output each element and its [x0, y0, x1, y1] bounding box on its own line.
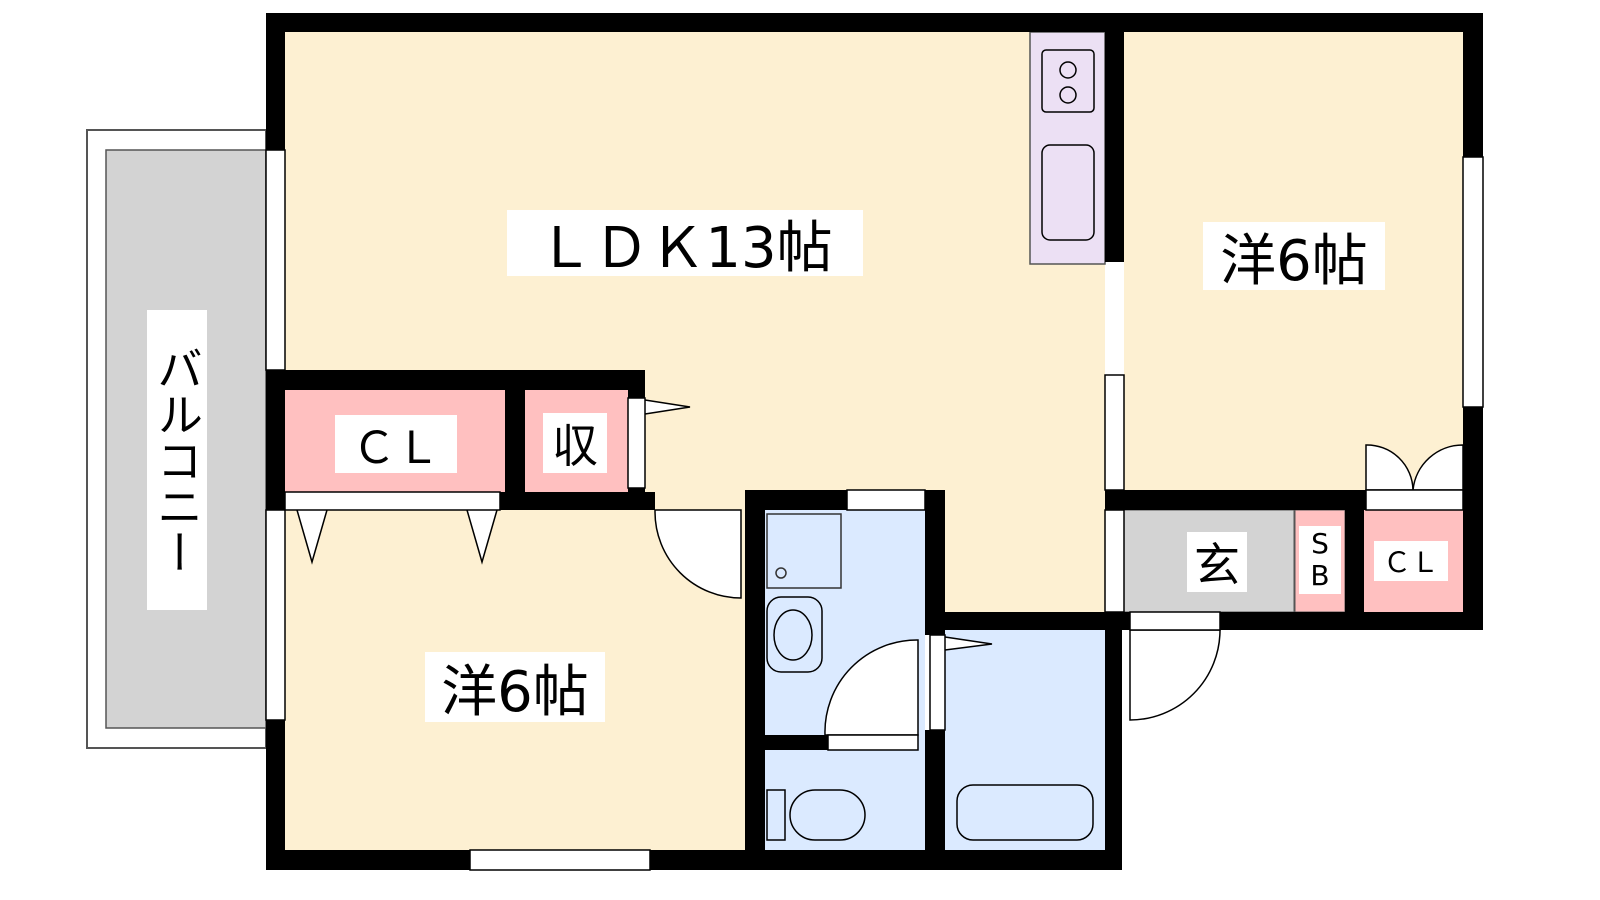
entrance-label: 玄: [1187, 532, 1247, 592]
sink-icon: [1041, 144, 1095, 241]
washing-machine-icon: [766, 513, 842, 589]
closet-left-label: ＣＬ: [335, 415, 457, 474]
bathtub-icon: [956, 784, 1094, 841]
shoe-box-label-s: S: [1311, 527, 1329, 560]
western-room-right-label: 洋6帖: [1203, 222, 1385, 294]
kitchen-counter: [1029, 31, 1106, 265]
stove-burner-icon: [1059, 61, 1077, 79]
balcony-label: バルコニー: [147, 310, 207, 610]
bathroom-floor: [945, 630, 1105, 850]
walls: [266, 13, 1483, 870]
toilet-icon: [789, 789, 866, 841]
stove-burner-icon: [1059, 86, 1077, 104]
washbasin-icon: [766, 596, 823, 673]
balcony: [86, 129, 267, 749]
shoe-box-label: S B: [1299, 526, 1341, 594]
storage-label: 収: [543, 413, 607, 473]
closet-right-label: ＣＬ: [1374, 541, 1448, 581]
ldk-label: ＬＤＫ13帖: [507, 210, 863, 281]
western-room-left-label: 洋6帖: [425, 652, 605, 725]
shoe-box-label-b: B: [1310, 559, 1330, 592]
door-swings: [296, 399, 1464, 736]
